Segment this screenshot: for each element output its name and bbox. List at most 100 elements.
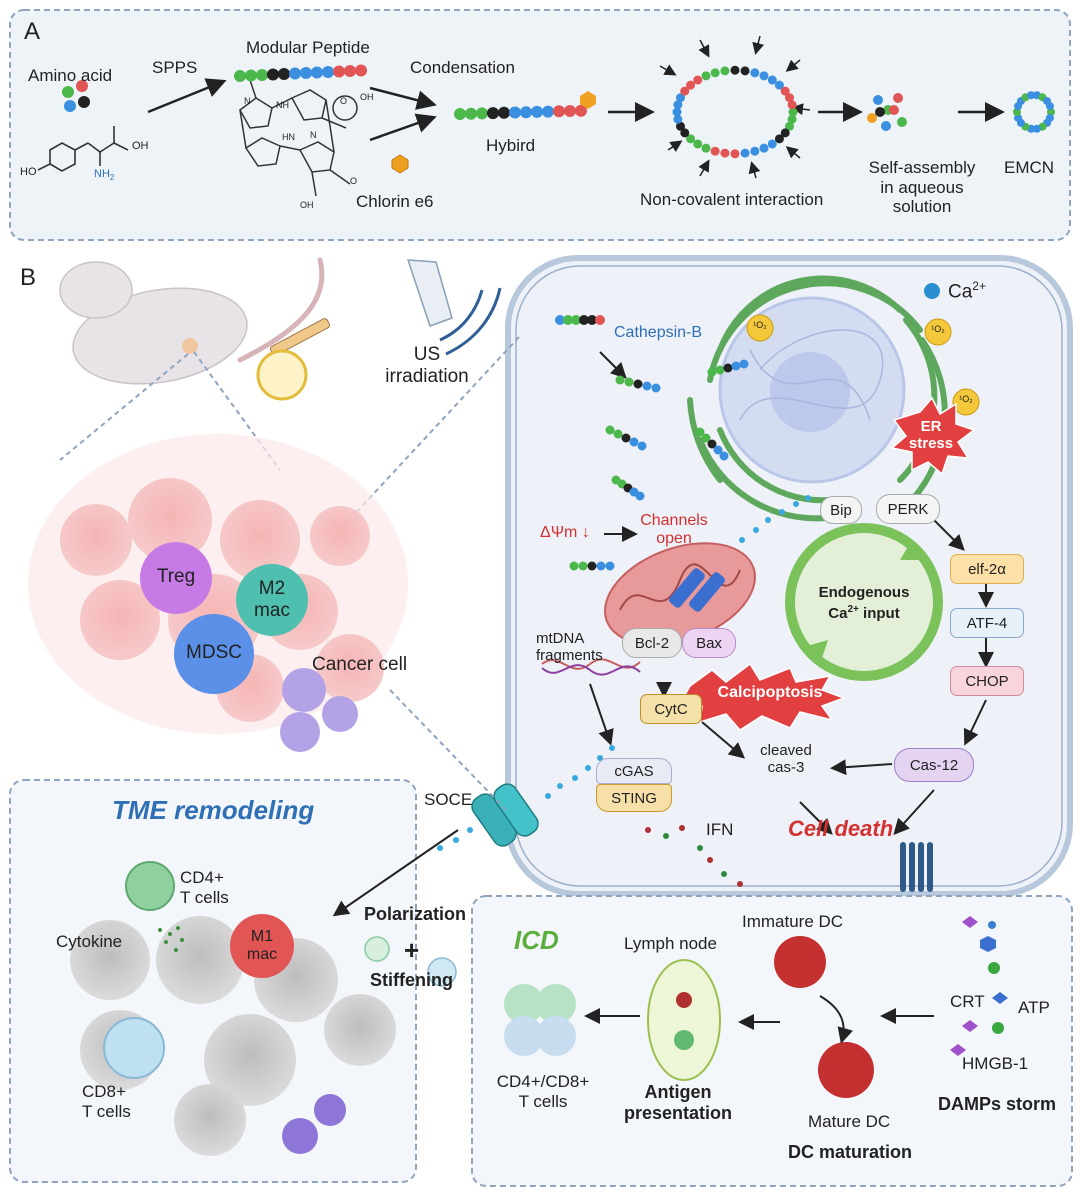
chlorin-e6-label: Chlorin e6 xyxy=(356,192,434,211)
chop-box: CHOP xyxy=(950,666,1024,696)
peptide-bead xyxy=(787,114,797,124)
calcipoptosis-label: Calcipoptosis xyxy=(717,684,823,701)
cathepsin-b-label: Cathepsin-B xyxy=(614,324,703,341)
peptide-bead xyxy=(498,106,510,119)
chem-n1: N xyxy=(244,96,251,106)
peptide-bead xyxy=(564,105,576,117)
emcn-label: EMCN xyxy=(1004,158,1055,177)
ifn-label: IFN xyxy=(706,820,734,839)
peptide-bead xyxy=(701,433,711,443)
atp-label: ATP xyxy=(1018,998,1050,1017)
peptide-bead xyxy=(245,69,257,82)
cas12-box: Cas-12 xyxy=(894,748,974,782)
peptide-bead xyxy=(234,70,246,82)
peptide-bead xyxy=(605,561,615,571)
delta-psi-label: ΔΨm ↓ xyxy=(540,524,590,541)
peptide-bead xyxy=(759,143,769,153)
chem-oh2: OH xyxy=(300,200,314,210)
panel-a-label: A xyxy=(24,18,41,45)
chem-nh: NH xyxy=(276,100,289,110)
peptide-bead xyxy=(785,121,795,131)
singlet-oxygen-2: ¹O₂ xyxy=(931,324,945,334)
peptide-bead xyxy=(693,75,703,85)
peptide-bead xyxy=(730,149,740,159)
peptide-bead xyxy=(571,315,581,325)
antigen-presentation-label: Antigen presentation xyxy=(623,1082,733,1123)
peptide-bead xyxy=(579,315,589,325)
peptide-bead xyxy=(680,128,690,138)
plus-sign: + xyxy=(404,935,420,965)
peptide-bead xyxy=(651,383,661,393)
hybird-label: Hybird xyxy=(486,136,536,155)
peptide-bead xyxy=(637,441,647,451)
bcl2-box: Bcl-2 xyxy=(622,628,682,658)
peptide-bead xyxy=(633,379,643,389)
peptide-bead xyxy=(587,315,597,325)
peptide-bead xyxy=(723,363,733,373)
cytokine-label: Cytokine xyxy=(56,932,123,951)
peptide-bead xyxy=(624,377,634,387)
cd4-t-cells-label: CD4+ T cells xyxy=(180,868,229,907)
peptide-bead xyxy=(289,67,301,80)
peptide-bead xyxy=(531,105,543,118)
peptide-bead xyxy=(300,67,312,79)
mdsc-label: MDSC xyxy=(186,642,242,663)
cd4-cd8-t-cells-label: CD4+/CD8+ T cells xyxy=(496,1072,590,1111)
damps-storm-label: DAMPs storm xyxy=(938,1094,1057,1114)
chem-o1: O xyxy=(340,96,348,106)
cell-death-label: Cell death xyxy=(788,816,894,841)
stiffening-label: Stiffening xyxy=(370,970,453,990)
peptide-bead xyxy=(740,148,750,158)
peptide-bead-chains xyxy=(234,64,1055,571)
peptide-bead xyxy=(553,105,565,118)
peptide-bead xyxy=(642,381,652,391)
peptide-bead xyxy=(767,139,777,149)
peptide-bead xyxy=(787,100,797,110)
peptide-bead xyxy=(542,105,554,118)
peptide-bead xyxy=(873,95,883,105)
peptide-bead xyxy=(476,107,488,120)
peptide-bead xyxy=(713,445,723,455)
peptide-bead xyxy=(673,100,683,110)
ca-input-label: Ca2+ input xyxy=(828,604,900,622)
peptide-bead xyxy=(1045,102,1054,111)
cd8-t-cells-label: CD8+ T cells xyxy=(82,1082,131,1121)
nh2-label: NH2 xyxy=(94,168,115,183)
panel-b-label: B xyxy=(20,264,37,291)
singlet-oxygen-3: ¹O₂ xyxy=(959,394,973,404)
peptide-bead xyxy=(256,69,268,81)
peptide-bead xyxy=(278,68,290,80)
peptide-bead xyxy=(867,113,877,123)
peptide-bead xyxy=(686,134,696,144)
icd-title: ICD xyxy=(514,925,559,955)
ho-label: HO xyxy=(20,166,37,178)
peptide-bead xyxy=(465,107,477,120)
peptide-bead xyxy=(701,71,711,81)
peptide-bead xyxy=(596,561,606,571)
peptide-bead xyxy=(675,121,685,131)
peptide-bead xyxy=(774,134,784,144)
peptide-bead xyxy=(788,107,798,117)
condensation-label: Condensation xyxy=(410,58,515,77)
peptide-bead xyxy=(1032,124,1041,133)
peptide-bead xyxy=(889,105,899,115)
hmgb1-label: HMGB-1 xyxy=(962,1054,1029,1073)
peptide-bead xyxy=(569,561,579,571)
chem-oh1: OH xyxy=(360,92,374,102)
soce-label: SOCE xyxy=(424,790,473,809)
calcium-label: Ca2+ xyxy=(948,279,986,303)
peptide-bead xyxy=(311,66,323,79)
peptide-bead xyxy=(605,425,615,435)
lymph-node-label: Lymph node xyxy=(624,934,717,953)
peptide-bead xyxy=(707,367,717,377)
peptide-bead xyxy=(720,148,730,158)
bax-box: Bax xyxy=(682,628,736,658)
peptide-bead xyxy=(520,106,532,119)
peptide-bead xyxy=(555,315,565,325)
peptide-bead xyxy=(355,64,367,77)
peptide-bead xyxy=(719,451,729,461)
chlorin-hexagon xyxy=(580,91,596,109)
peptide-bead xyxy=(680,86,690,96)
peptide-bead xyxy=(701,143,711,153)
peptide-bead xyxy=(672,107,682,117)
